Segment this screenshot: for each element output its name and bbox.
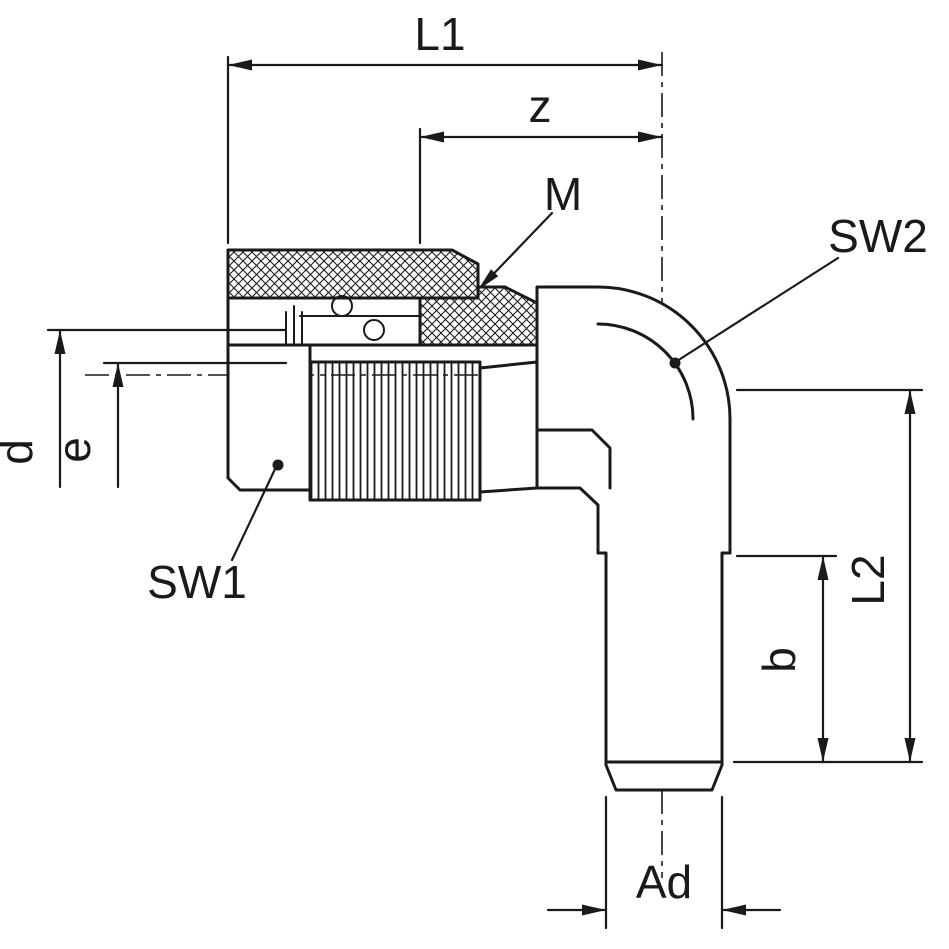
leader-sw2 <box>669 256 840 369</box>
inner-corner-arc <box>596 322 695 421</box>
dim-d-label: d <box>0 439 42 465</box>
leader-m <box>478 211 554 290</box>
neck <box>478 360 539 494</box>
dimension-l1 <box>226 55 664 245</box>
collet-internals <box>285 295 421 346</box>
dim-b-label: b <box>753 647 805 673</box>
inner-corner-step <box>535 428 612 490</box>
dimensions <box>46 55 924 930</box>
elbow-body <box>535 285 732 792</box>
dimension-z <box>418 127 664 245</box>
dimension-d <box>46 328 288 489</box>
dimension-b <box>735 554 838 764</box>
dim-l1-label: L1 <box>414 8 465 60</box>
dimension-ad <box>546 795 782 930</box>
sw1-label: SW1 <box>147 556 247 608</box>
dim-l2-label: L2 <box>842 554 894 605</box>
cap-nut <box>226 343 312 492</box>
section-shell <box>226 248 480 300</box>
section-thread <box>418 285 539 347</box>
dim-ad-label: Ad <box>636 856 692 908</box>
thread-m-label: M <box>544 168 582 220</box>
sw2-label: SW2 <box>828 210 928 262</box>
dimension-e <box>102 361 288 489</box>
labels: L1 z M SW2 d e SW1 L2 b Ad <box>0 8 928 908</box>
dim-z-label: z <box>529 80 552 132</box>
dim-e-label: e <box>48 437 100 463</box>
dimension-l2 <box>732 388 924 764</box>
leader-sw1 <box>230 459 284 562</box>
fitting-outline <box>226 248 732 792</box>
knurled-sleeve <box>308 360 482 502</box>
